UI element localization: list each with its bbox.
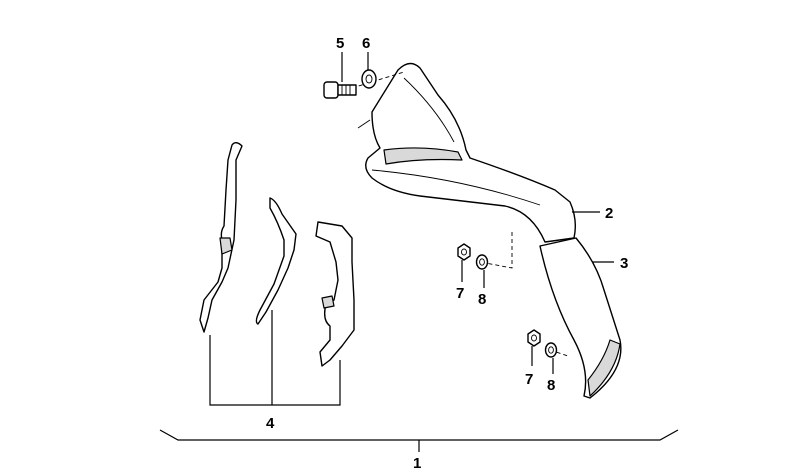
side-panel-right <box>315 221 355 367</box>
callout-6: 6 <box>362 35 370 52</box>
nut-icon <box>457 243 471 261</box>
side-panel-left <box>199 142 243 333</box>
callout-3: 3 <box>620 255 628 272</box>
callout-5: 5 <box>336 35 344 52</box>
assembly-bracket <box>159 429 679 452</box>
callout-4: 4 <box>266 415 275 432</box>
washer-icon <box>544 342 558 358</box>
nut-icon <box>527 329 541 347</box>
callout-1: 1 <box>413 455 421 472</box>
washer-icon <box>361 69 377 89</box>
upper-fairing-part <box>357 62 577 243</box>
callout-8-upper: 8 <box>478 291 486 308</box>
callout-8-lower: 8 <box>547 377 555 394</box>
side-panel-middle <box>255 197 297 325</box>
callout-7-upper: 7 <box>456 285 464 302</box>
lower-fairing-part <box>539 237 622 399</box>
washer-icon <box>475 254 489 270</box>
callout-2: 2 <box>605 205 613 222</box>
callout-7-lower: 7 <box>525 371 533 388</box>
screw-icon <box>323 81 357 99</box>
